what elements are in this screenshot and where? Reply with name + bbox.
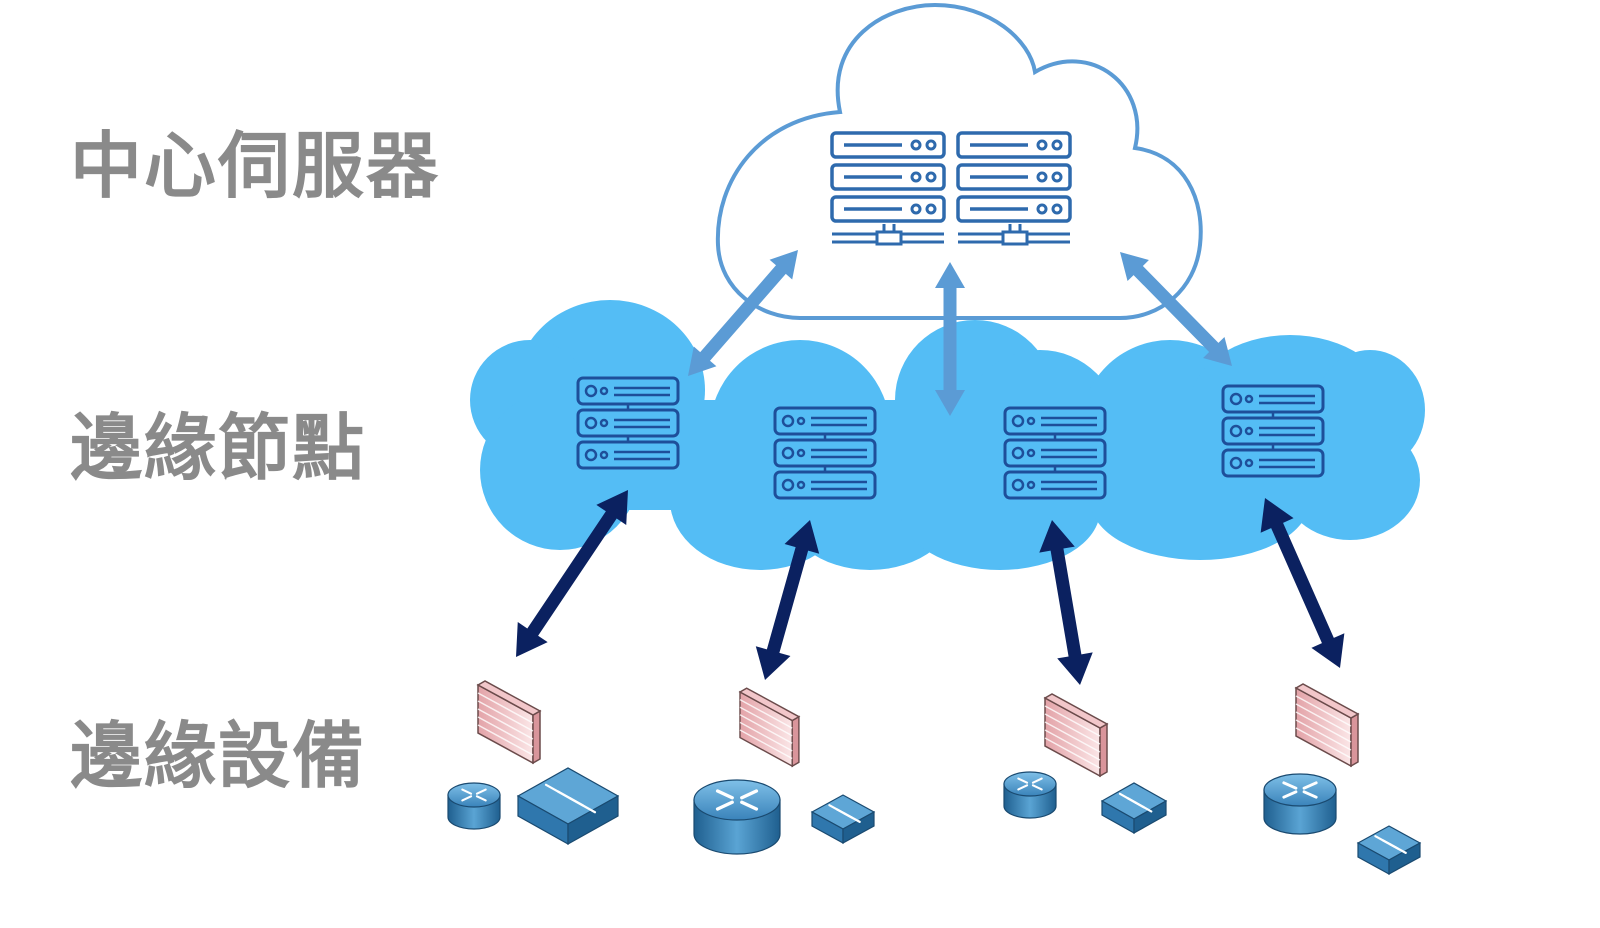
firewall-icon (1043, 693, 1109, 778)
firewall-icon (738, 687, 801, 768)
edge-device-group (1263, 683, 1422, 876)
double-arrow-icon (1260, 498, 1345, 668)
central-server-rack-icon (830, 131, 946, 246)
central-server-racks (830, 131, 1072, 246)
edge-node-server-icon (1221, 384, 1325, 478)
central-server-rack-icon (956, 131, 1072, 246)
double-arrow-icon (1120, 252, 1232, 366)
edge-node-server-icon (773, 406, 877, 500)
firewall-icon (476, 680, 542, 765)
central-cloud (715, 2, 1203, 320)
edge-node-servers (576, 376, 1325, 500)
switch-icon (1100, 782, 1168, 835)
edge-device-group (447, 680, 620, 846)
edge-node-server-icon (1003, 406, 1107, 500)
central-cloud-outline (715, 2, 1203, 320)
double-arrow-icon (935, 262, 965, 416)
switch-icon (1356, 825, 1422, 876)
edge-device-arrows (516, 490, 1345, 685)
double-arrow-icon (1039, 520, 1093, 685)
edge-cloud (470, 300, 1425, 570)
router-icon (447, 782, 501, 830)
tier-label-edge-devices: 邊緣設備 (70, 714, 367, 798)
firewall-icon (1294, 683, 1360, 768)
switch-icon (810, 794, 876, 845)
central-edge-arrows (688, 250, 1232, 416)
router-icon (1263, 773, 1337, 835)
edge-device-group (1003, 693, 1168, 835)
tier-label-central-server: 中心伺服器 (70, 124, 441, 208)
edge-node-server-icon (576, 376, 680, 470)
router-icon (693, 779, 781, 855)
switch-icon (516, 767, 620, 846)
tier-label-edge-nodes: 邊緣節點 (70, 406, 367, 490)
double-arrow-icon (516, 490, 628, 657)
edge-devices (447, 680, 1422, 876)
double-arrow-icon (688, 250, 798, 376)
edge-device-group (693, 687, 876, 855)
router-icon (1003, 771, 1057, 819)
double-arrow-icon (755, 520, 820, 680)
